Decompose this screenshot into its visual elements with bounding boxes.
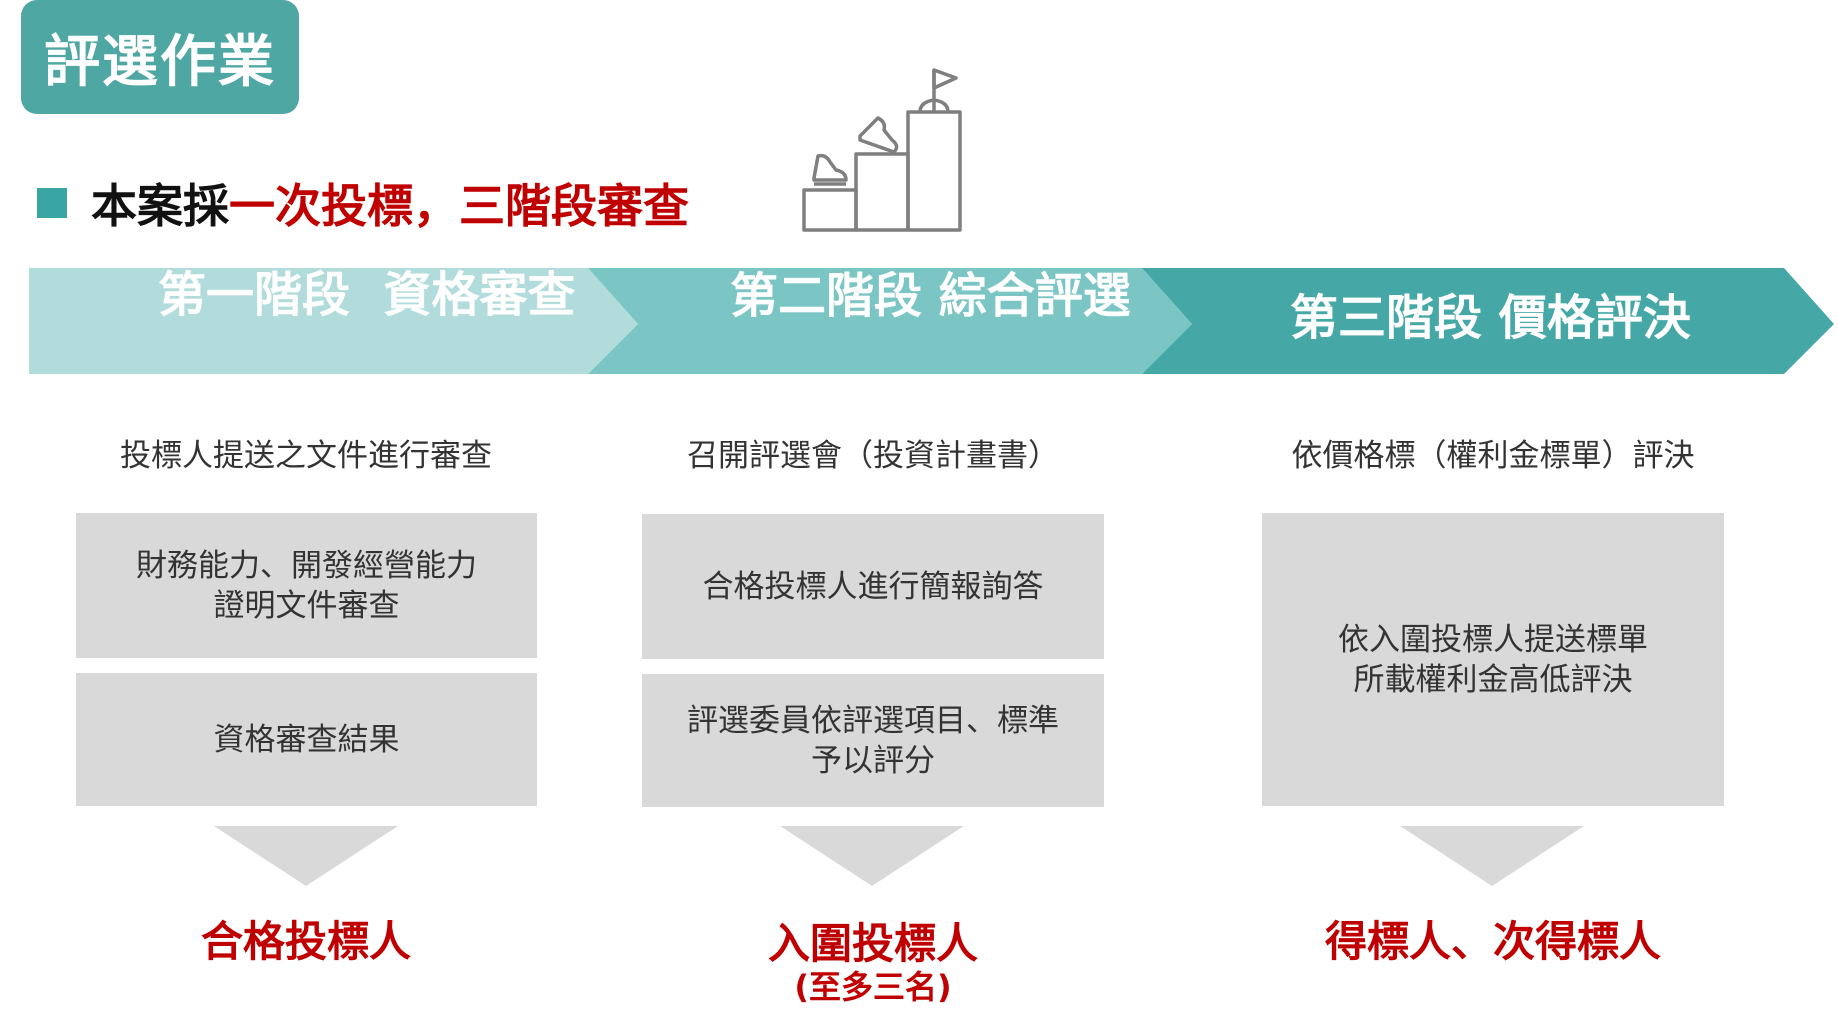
subtitle: 本案採 一次投標，三階段審查 xyxy=(37,168,689,238)
stage-1-description: 投標人提送之文件進行審查 xyxy=(120,438,492,474)
bullet-square-icon xyxy=(37,188,67,218)
stage-2-down-arrow-icon xyxy=(780,826,964,886)
stage-3-down-arrow-icon xyxy=(1400,826,1584,886)
page-title-badge: 評選作業 xyxy=(21,0,299,114)
stage-1-down-arrow-icon xyxy=(214,826,398,886)
subtitle-highlight: 一次投標，三階段審查 xyxy=(229,179,689,233)
stage-1-result: 合格投標人 xyxy=(200,917,411,966)
stage-3-box-1: 依入圍投標人提送標單 所載權利金高低評決 xyxy=(1262,513,1724,806)
stage-2-box-1: 合格投標人進行簡報詢答 xyxy=(642,514,1104,659)
stage-3-description: 依價格標（權利金標單）評決 xyxy=(1291,438,1695,474)
stage-3-label: 第三階段 價格評決 xyxy=(1290,290,1691,346)
stage-1-box-1: 財務能力、開發經營能力 證明文件審查 xyxy=(76,513,537,658)
stage-3-arrow xyxy=(1142,268,1834,374)
stage-2-label: 第二階段 綜合評選 xyxy=(730,268,1131,324)
stage-2-result-note: (至多三名) xyxy=(794,968,952,1006)
subtitle-prefix: 本案採 xyxy=(91,179,229,233)
stairs-flag-icon xyxy=(802,68,962,232)
stage-1-box-2: 資格審查結果 xyxy=(76,673,537,806)
stage-1-arrow xyxy=(29,268,638,374)
stage-2-result: 入圍投標人 xyxy=(767,919,978,968)
stage-3-result: 得標人、次得標人 xyxy=(1324,917,1661,966)
stage-2-description: 召開評選會（投資計畫書） xyxy=(687,438,1059,474)
stage-arrow-bar xyxy=(29,268,1834,374)
stage-1-label: 第一階段 資格審查 xyxy=(158,267,576,323)
stage-2-arrow xyxy=(588,268,1192,374)
stage-2-box-2: 評選委員依評選項目、標準 予以評分 xyxy=(642,674,1104,807)
